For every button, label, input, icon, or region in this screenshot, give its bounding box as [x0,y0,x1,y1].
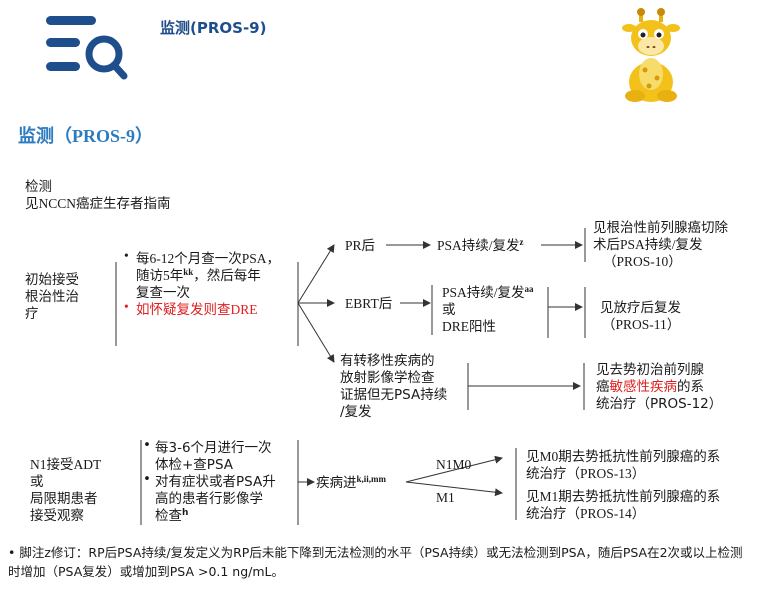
result-line: 见M1期去势抵抗性前列腺癌的系 [526,489,721,504]
footnote-z-revision: • 脚注z修订：RP后PSA持续/复发定义为RP后未能下降到无法检测的水平（PS… [8,545,743,579]
giraffe-mascot-icon [615,4,687,104]
result-line: 统治疗（PROS-14） [526,506,646,521]
result-line: （PROS-11） [602,317,681,332]
outcome-or: 或 [442,302,456,317]
initial-line: N1接受ADT [30,457,102,472]
footnote-ref: aa [524,284,534,294]
result-text: 的系 [677,379,704,395]
bullet-dot: • [124,299,129,314]
pr-psa-outcome: PSA持续/复发z [437,237,524,254]
footnote-ref: k,ii,mm [356,474,387,484]
outcome-text: PSA持续/复发 [437,238,520,253]
monitoring-bullets: • 每6-12个月查一次PSA， 随访5年kk，然后每年 复查一次 • 如怀疑复… [124,248,281,318]
bullet-text: 随访5年 [136,268,184,283]
list-search-icon [44,14,128,82]
page-title: 监测（PROS-9） [18,126,153,146]
label-line: 放射影像学检查 [340,370,435,386]
initial-definitive-therapy: 初始接受 根治性治 疗 [25,272,79,323]
bullet-text: 对有症状或者PSA升 [155,474,276,490]
metastatic-label: 有转移性疾病的 放射影像学检查 证据但无PSA持续 /复发 [340,353,447,421]
exam-psa-bullet: • 每3-6个月进行一次 [143,437,276,457]
result-line: 统治疗（PROS-12） [596,396,723,412]
disease-progression-label: 疾病进k,ii,mm [316,474,386,491]
header-title: 监测(PROS-9) [160,19,267,37]
label-line: 有转移性疾病的 [340,353,435,369]
outcome-text: DRE阳性 [442,319,496,334]
n1m0-label: N1M0 [436,457,472,472]
result-text: 癌 [596,379,610,395]
result-line: 统治疗（PROS-13） [526,466,646,481]
result-line: 见放疗后复发 [600,300,681,315]
bullet-text: ，然后每年 [193,268,261,283]
n1-adt-initial: N1接受ADT 或 局限期患者 接受观察 [30,456,101,524]
progression-text: 疾病进 [316,475,357,490]
bullet-dot: • [143,437,151,453]
imaging-bullet: • 对有症状或者PSA升 [143,471,276,491]
post-ebrt-label: EBRT后 [345,296,393,311]
ebrt-result: 见放疗后复发 （PROS-11） [600,299,681,333]
bullet-text: 检查 [155,508,182,524]
bullet-text: 如怀疑复发则查DRE [136,302,258,317]
surveillance-label: 检测 [25,179,52,194]
adt-monitoring-bullets: • 每3-6个月进行一次 体检+查PSA • 对有症状或者PSA升 高的患者行影… [143,437,276,525]
bullet-text: 每6-12个月查一次PSA， [136,251,281,266]
result-highlight: 敏感性疾病 [609,379,678,395]
result-line: 术后PSA持续/复发 [593,237,703,252]
bullet-dot: • [143,471,151,487]
survivorship-guideline-ref: 见NCCN癌症生存者指南 [25,196,171,211]
psa-monitoring-bullet: • 每6-12个月查一次PSA， [124,248,281,267]
bullet-dot: • [124,248,129,263]
footnote-ref: kk [183,267,194,277]
dre-bullet: • 如怀疑复发则查DRE [124,299,280,318]
bullet-continuation: 高的患者行影像学 [155,491,263,507]
n1m0-result: 见M0期去势抵抗性前列腺癌的系 统治疗（PROS-13） [526,448,720,482]
result-line: 见去势初治前列腺 [596,362,704,378]
initial-line-3: 疗 [25,306,39,322]
label-line: 证据但无PSA持续 [340,387,448,403]
bullet-continuation: 复查一次 [136,285,190,300]
result-line: （PROS-10） [603,254,682,269]
initial-line-2: 根治性治 [25,289,79,305]
footnote-ref: z [519,237,524,247]
footnote-ref: h [182,508,189,518]
ebrt-outcome: PSA持续/复发aa 或 DRE阳性 [442,284,534,335]
result-line: 见M0期去势抵抗性前列腺癌的系 [526,449,721,464]
initial-line: 局限期患者 [30,491,98,506]
bullet-continuation: 随访5年kk，然后每年 [124,267,280,284]
label-line: /复发 [340,404,372,420]
pr-result: 见根治性前列腺癌切除 术后PSA持续/复发 （PROS-10） [593,219,728,270]
initial-line: 或 [30,474,44,489]
initial-line: 接受观察 [30,508,84,523]
metastatic-result: 见去势初治前列腺 癌敏感性疾病的系 统治疗（PROS-12） [596,362,722,413]
bullet-continuation: 体检+查PSA [155,457,234,473]
post-rp-label: PR后 [345,238,376,253]
result-line: 见根治性前列腺癌切除 [593,220,728,235]
m1-label: M1 [436,490,455,505]
m1-result: 见M1期去势抵抗性前列腺癌的系 统治疗（PROS-14） [526,488,720,522]
bullet-text: 每3-6个月进行一次 [155,440,272,456]
outcome-text: PSA持续/复发 [442,285,525,300]
initial-line-1: 初始接受 [25,272,79,288]
